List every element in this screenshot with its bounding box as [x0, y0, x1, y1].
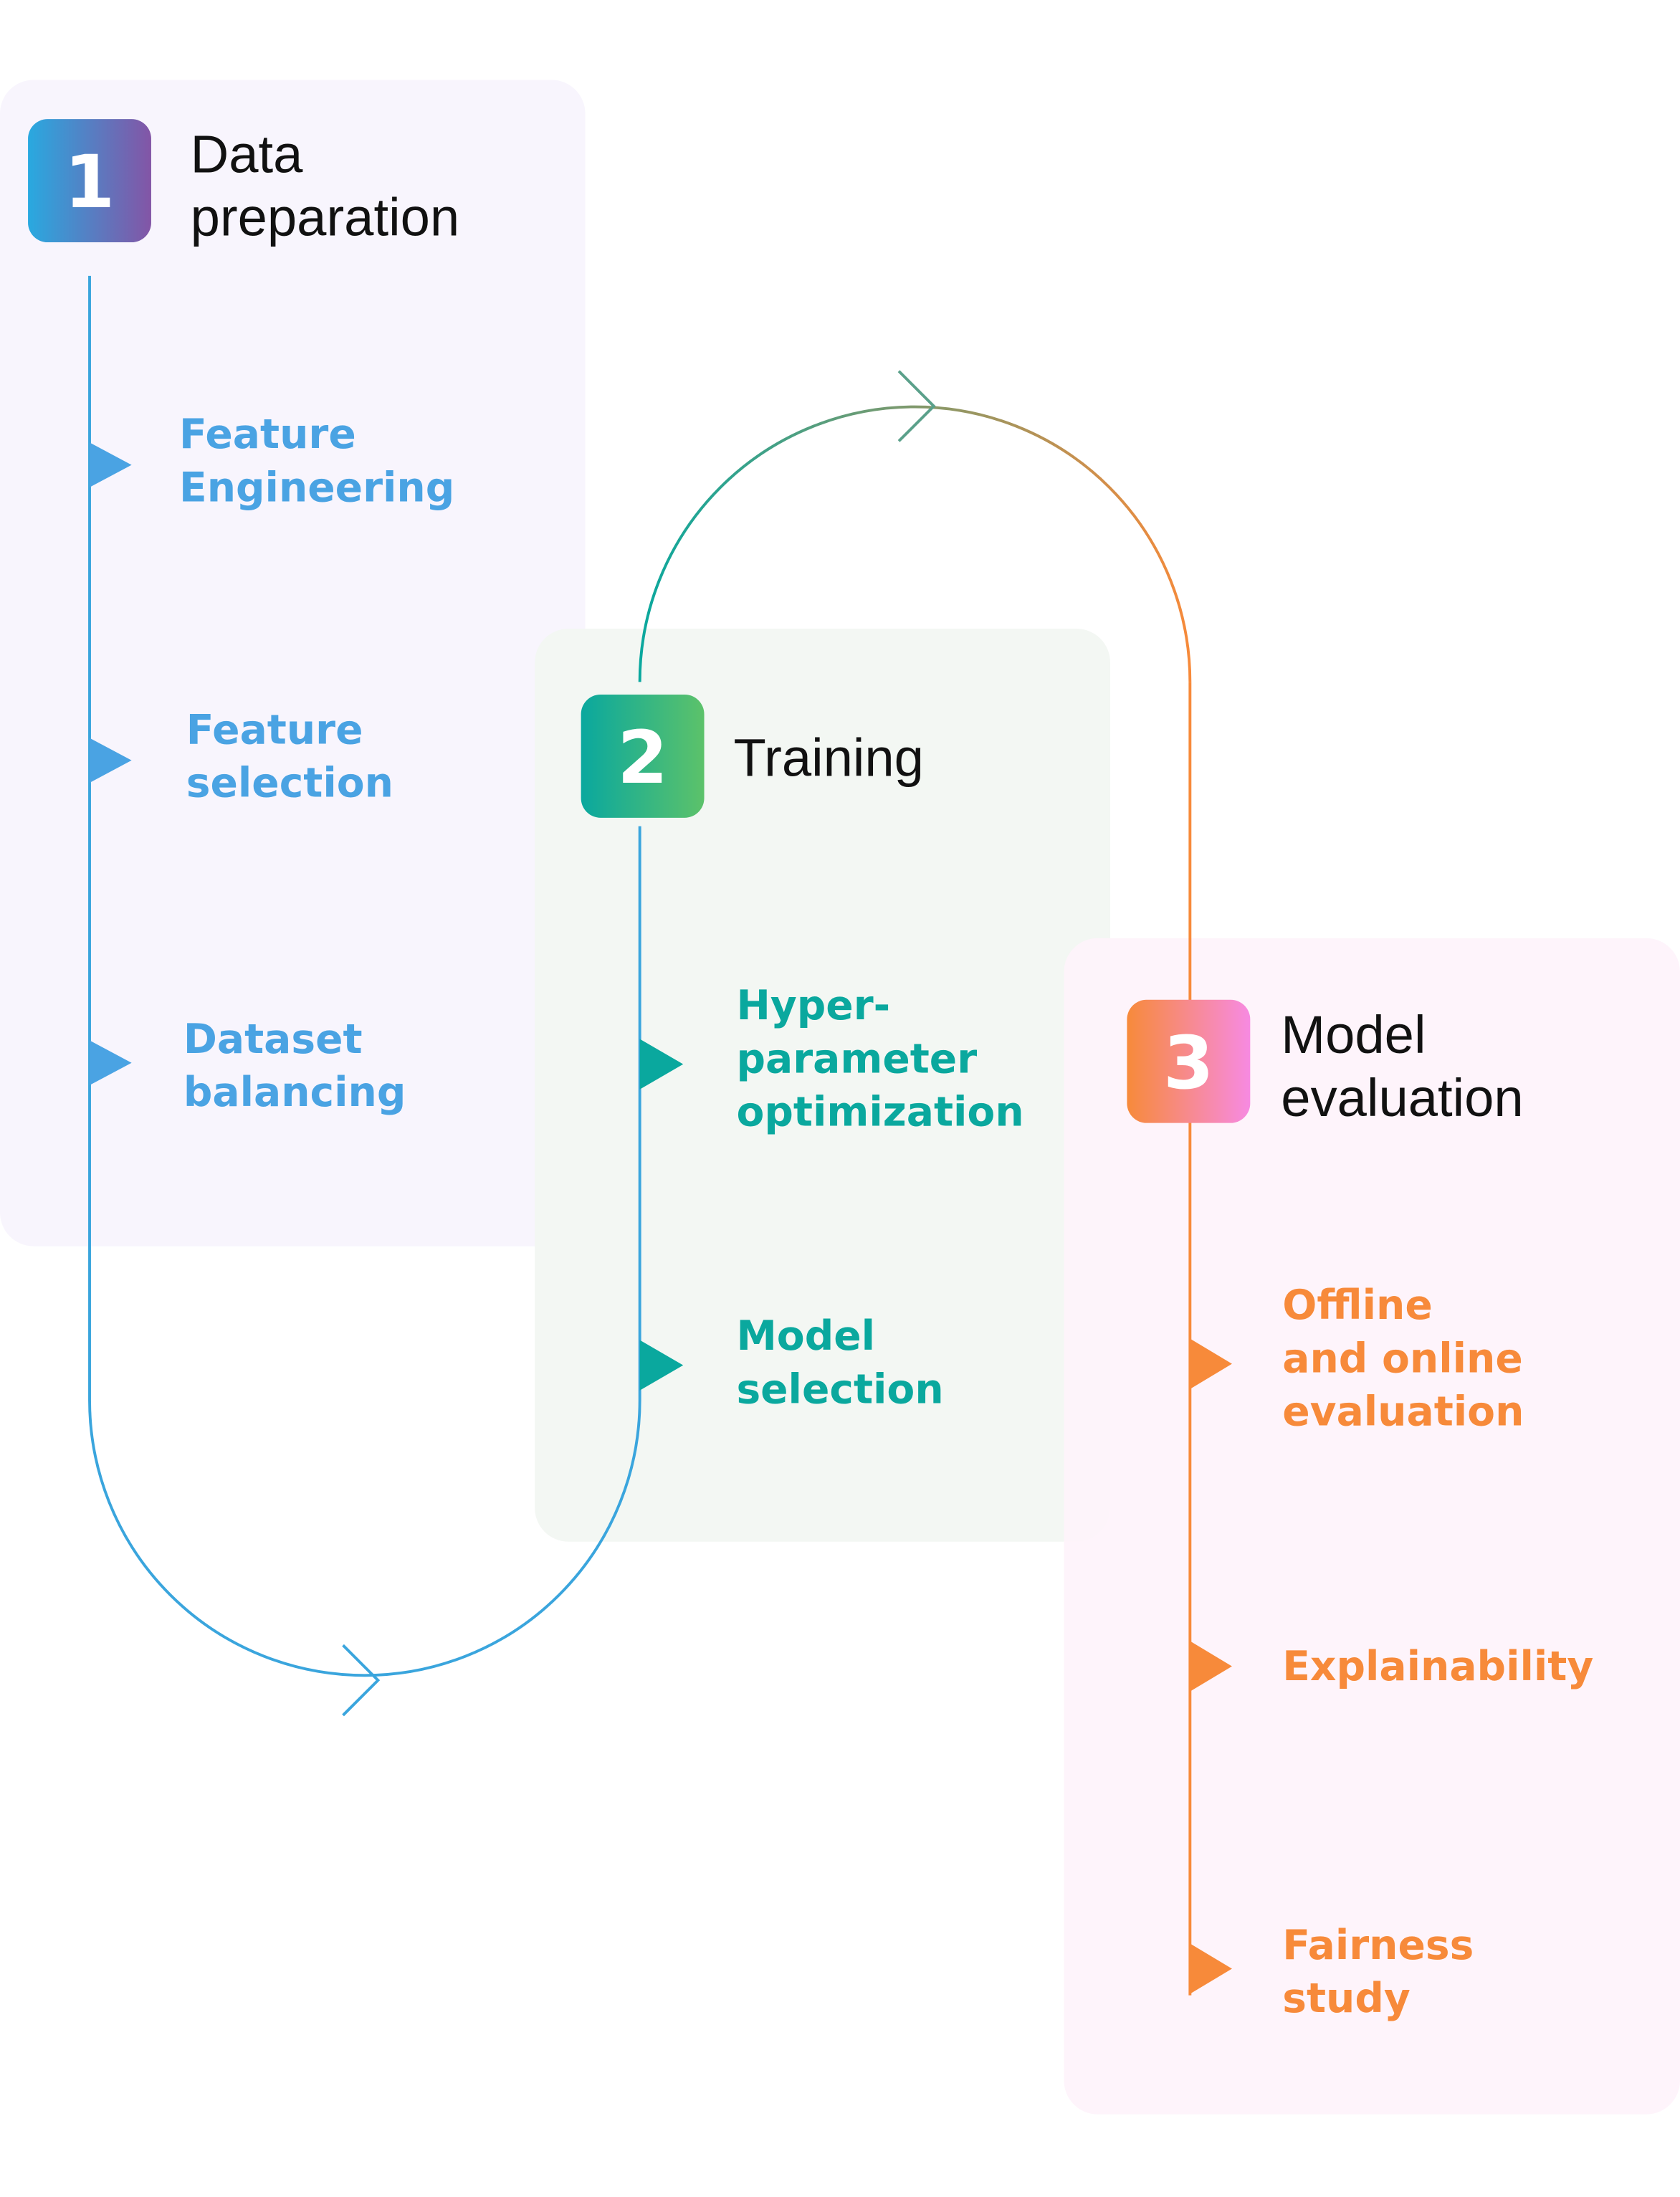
stage-badge-3: 3	[1127, 999, 1251, 1123]
step-marker-icon	[1190, 1338, 1232, 1389]
chevron-right-icon	[342, 1644, 381, 1717]
panel-model-evaluation	[1064, 938, 1680, 2115]
svg-text:2: 2	[617, 715, 668, 800]
panel-data-preparation	[0, 80, 586, 1247]
step-explainability: Explainability	[1282, 1643, 1593, 1690]
svg-text:1: 1	[65, 140, 115, 224]
step-marker-icon	[639, 1340, 684, 1391]
step-marker-icon	[90, 738, 132, 783]
stage-title-training: Training	[734, 728, 924, 787]
panel-training	[535, 629, 1110, 1542]
chevron-right-icon	[897, 370, 936, 442]
flow-line-stage1	[88, 275, 641, 1677]
stage-badge-1: 1	[28, 119, 151, 243]
step-marker-icon	[1190, 1943, 1232, 1994]
flow-line-stage2-arc	[638, 405, 1192, 682]
step-marker-icon	[90, 442, 132, 487]
svg-text:3: 3	[1163, 1021, 1214, 1105]
step-marker-icon	[639, 1039, 684, 1090]
stage-badge-2: 2	[581, 694, 705, 818]
step-marker-icon	[90, 1040, 132, 1085]
step-marker-icon	[1190, 1641, 1232, 1692]
